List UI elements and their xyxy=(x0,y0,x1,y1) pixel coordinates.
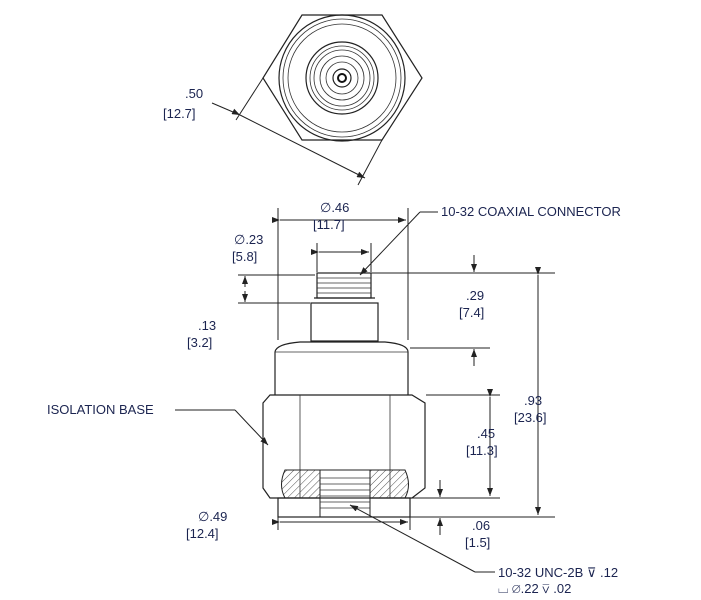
connector-dia-mm: [11.7] xyxy=(313,217,345,232)
side-view xyxy=(262,272,426,518)
connector-height-mm: [7.4] xyxy=(459,305,484,320)
base-dia-mm: [12.4] xyxy=(186,526,219,541)
neck-len-mm: [3.2] xyxy=(187,335,212,350)
base-height-in: .06 xyxy=(472,518,490,533)
connector-dia-in: ∅.46 xyxy=(320,200,349,215)
total-height-in: .93 xyxy=(524,393,542,408)
dimension-lines xyxy=(175,208,555,573)
thread-dia-mm: [5.8] xyxy=(232,249,257,264)
base-height-mm: [1.5] xyxy=(465,535,490,550)
thread-spec-1: 10-32 UNC-2B ⊽ .12 xyxy=(498,565,618,580)
neck-len-in: .13 xyxy=(198,318,216,333)
total-height-mm: [23.6] xyxy=(514,410,547,425)
top-view xyxy=(211,14,423,186)
top-width-in: .50 xyxy=(185,86,203,101)
connector-height-in: .29 xyxy=(466,288,484,303)
connector-label: 10-32 COAXIAL CONNECTOR xyxy=(441,204,621,219)
top-width-mm: [12.7] xyxy=(163,106,196,121)
hex-height-in: .45 xyxy=(477,426,495,441)
base-dia-in: ∅.49 xyxy=(198,509,227,524)
thread-dia-in: ∅.23 xyxy=(234,232,263,247)
isolation-label: ISOLATION BASE xyxy=(47,402,154,417)
hex-height-mm: [11.3] xyxy=(466,443,498,458)
thread-spec-2: ⌴ ∅.22 ⊽ .02 xyxy=(498,581,571,596)
